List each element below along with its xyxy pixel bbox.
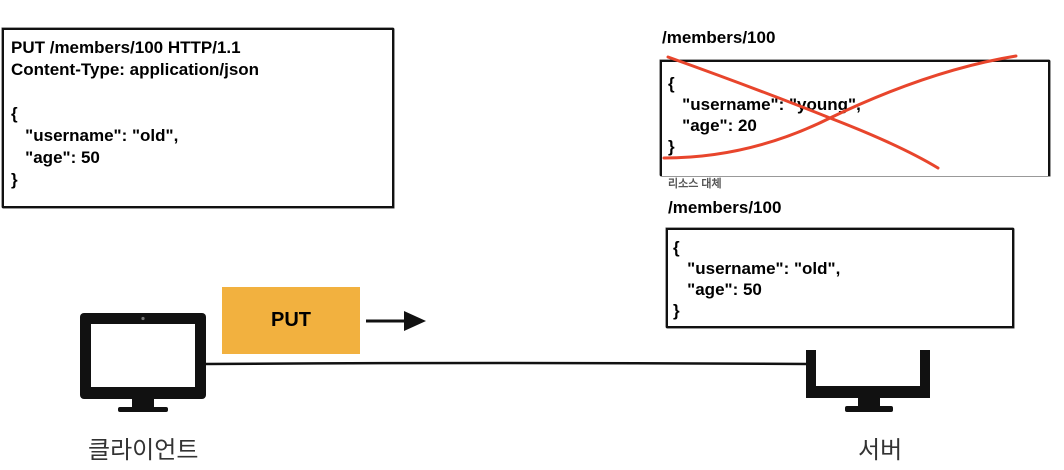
server-after-box: { "username": "old", "age": 50 } (666, 228, 1014, 328)
before-body-open: { (668, 74, 675, 93)
request-header: Content-Type: application/json (11, 60, 260, 79)
server-before-path: /members/100 (662, 28, 776, 47)
request-message-box: PUT /members/100 HTTP/1.1 Content-Type: … (2, 28, 394, 208)
server-label: 서버 (858, 437, 903, 464)
client-label: 클라이언트 (88, 437, 199, 464)
after-body-close: } (673, 301, 680, 320)
before-body-close: } (668, 137, 675, 156)
put-method-label: PUT (222, 287, 360, 354)
monitor-icon (80, 313, 206, 412)
cross-out-icon (662, 54, 1018, 170)
arrow-icon (366, 311, 426, 331)
before-body-age: "age": 20 (668, 116, 757, 135)
request-line: PUT /members/100 HTTP/1.1 (11, 38, 241, 57)
server-icon (806, 350, 930, 412)
request-body-username: "username": "old", (11, 126, 179, 145)
replace-note: 리소스 대체 (668, 178, 722, 190)
after-body-username: "username": "old", (673, 259, 841, 278)
request-body-age: "age": 50 (11, 148, 100, 167)
request-body-close: } (11, 170, 18, 189)
request-body-open: { (11, 104, 18, 123)
after-body-age: "age": 50 (673, 280, 762, 299)
after-body-open: { (673, 238, 680, 257)
server-after-path: /members/100 (668, 198, 782, 217)
connection-line (204, 361, 809, 366)
